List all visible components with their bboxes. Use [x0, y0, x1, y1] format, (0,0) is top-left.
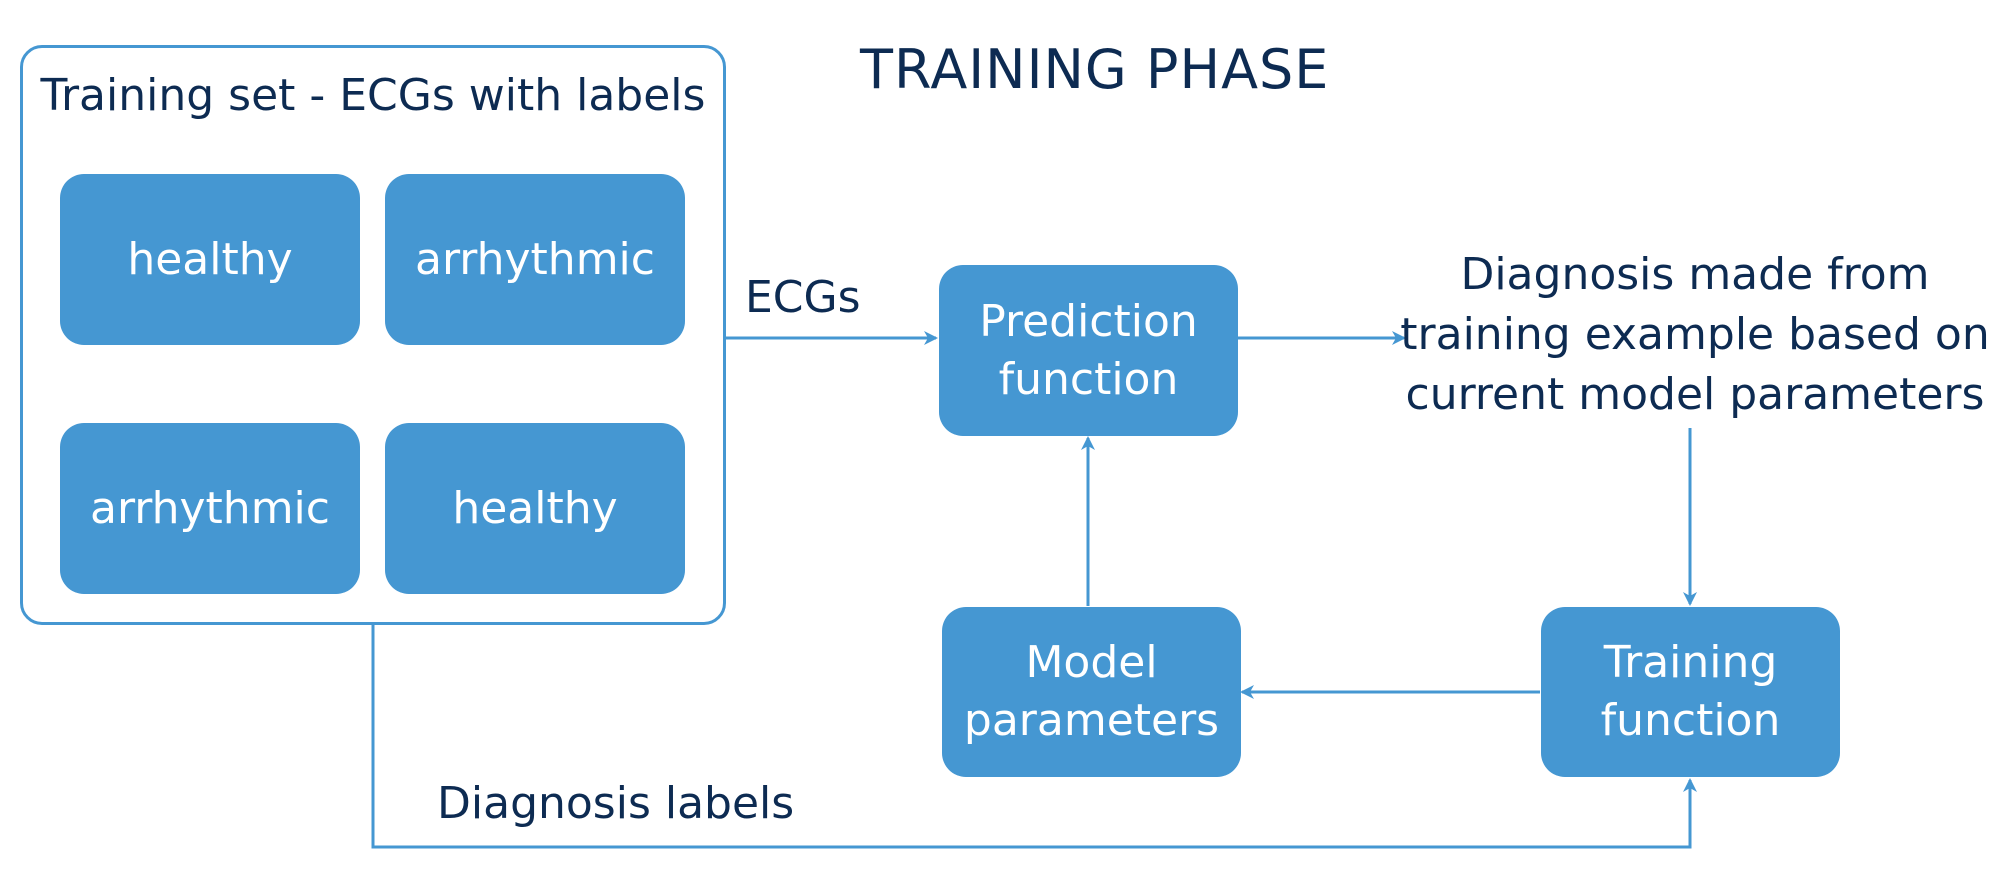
model-parameters-node: Model parameters: [942, 607, 1241, 777]
training-set-container: [20, 45, 726, 625]
edge-label-ecgs: ECGs: [745, 272, 861, 323]
training-item-healthy-1: healthy: [60, 174, 360, 345]
arrow-labels-to-training: [371, 625, 1697, 849]
training-item-arrhythmic-1: arrhythmic: [385, 174, 685, 345]
model-parameters-label: Model parameters: [963, 637, 1220, 746]
diagnosis-output-text: Diagnosis made from training example bas…: [1400, 249, 1990, 420]
training-item-label: healthy: [452, 482, 618, 534]
training-item-label: healthy: [127, 233, 293, 285]
training-item-label: arrhythmic: [90, 482, 330, 534]
prediction-function-node: Prediction function: [939, 265, 1238, 436]
training-item-healthy-2: healthy: [385, 423, 685, 594]
prediction-function-label: Prediction function: [979, 295, 1198, 405]
training-item-arrhythmic-2: arrhythmic: [60, 423, 360, 594]
page-title: TRAINING PHASE: [860, 38, 1330, 101]
training-set-label: Training set - ECGs with labels: [40, 70, 706, 121]
training-function-label: Training function: [1600, 637, 1781, 746]
training-item-label: arrhythmic: [415, 233, 655, 285]
training-function-node: Training function: [1541, 607, 1840, 777]
edge-label-diagnosis-labels: Diagnosis labels: [437, 778, 795, 829]
